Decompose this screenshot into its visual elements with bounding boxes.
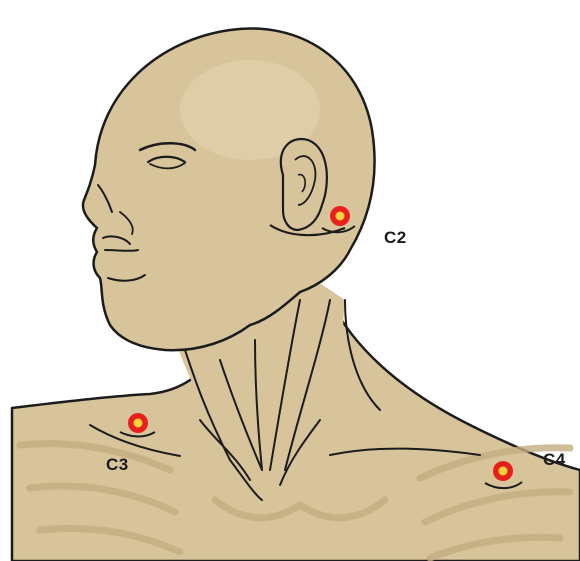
c4-point	[493, 461, 513, 481]
c2-label: C2	[384, 228, 407, 248]
c4-label: C4	[543, 450, 566, 470]
c3-label: C3	[106, 455, 129, 475]
c3-point	[128, 413, 148, 433]
c2-point	[330, 206, 350, 226]
